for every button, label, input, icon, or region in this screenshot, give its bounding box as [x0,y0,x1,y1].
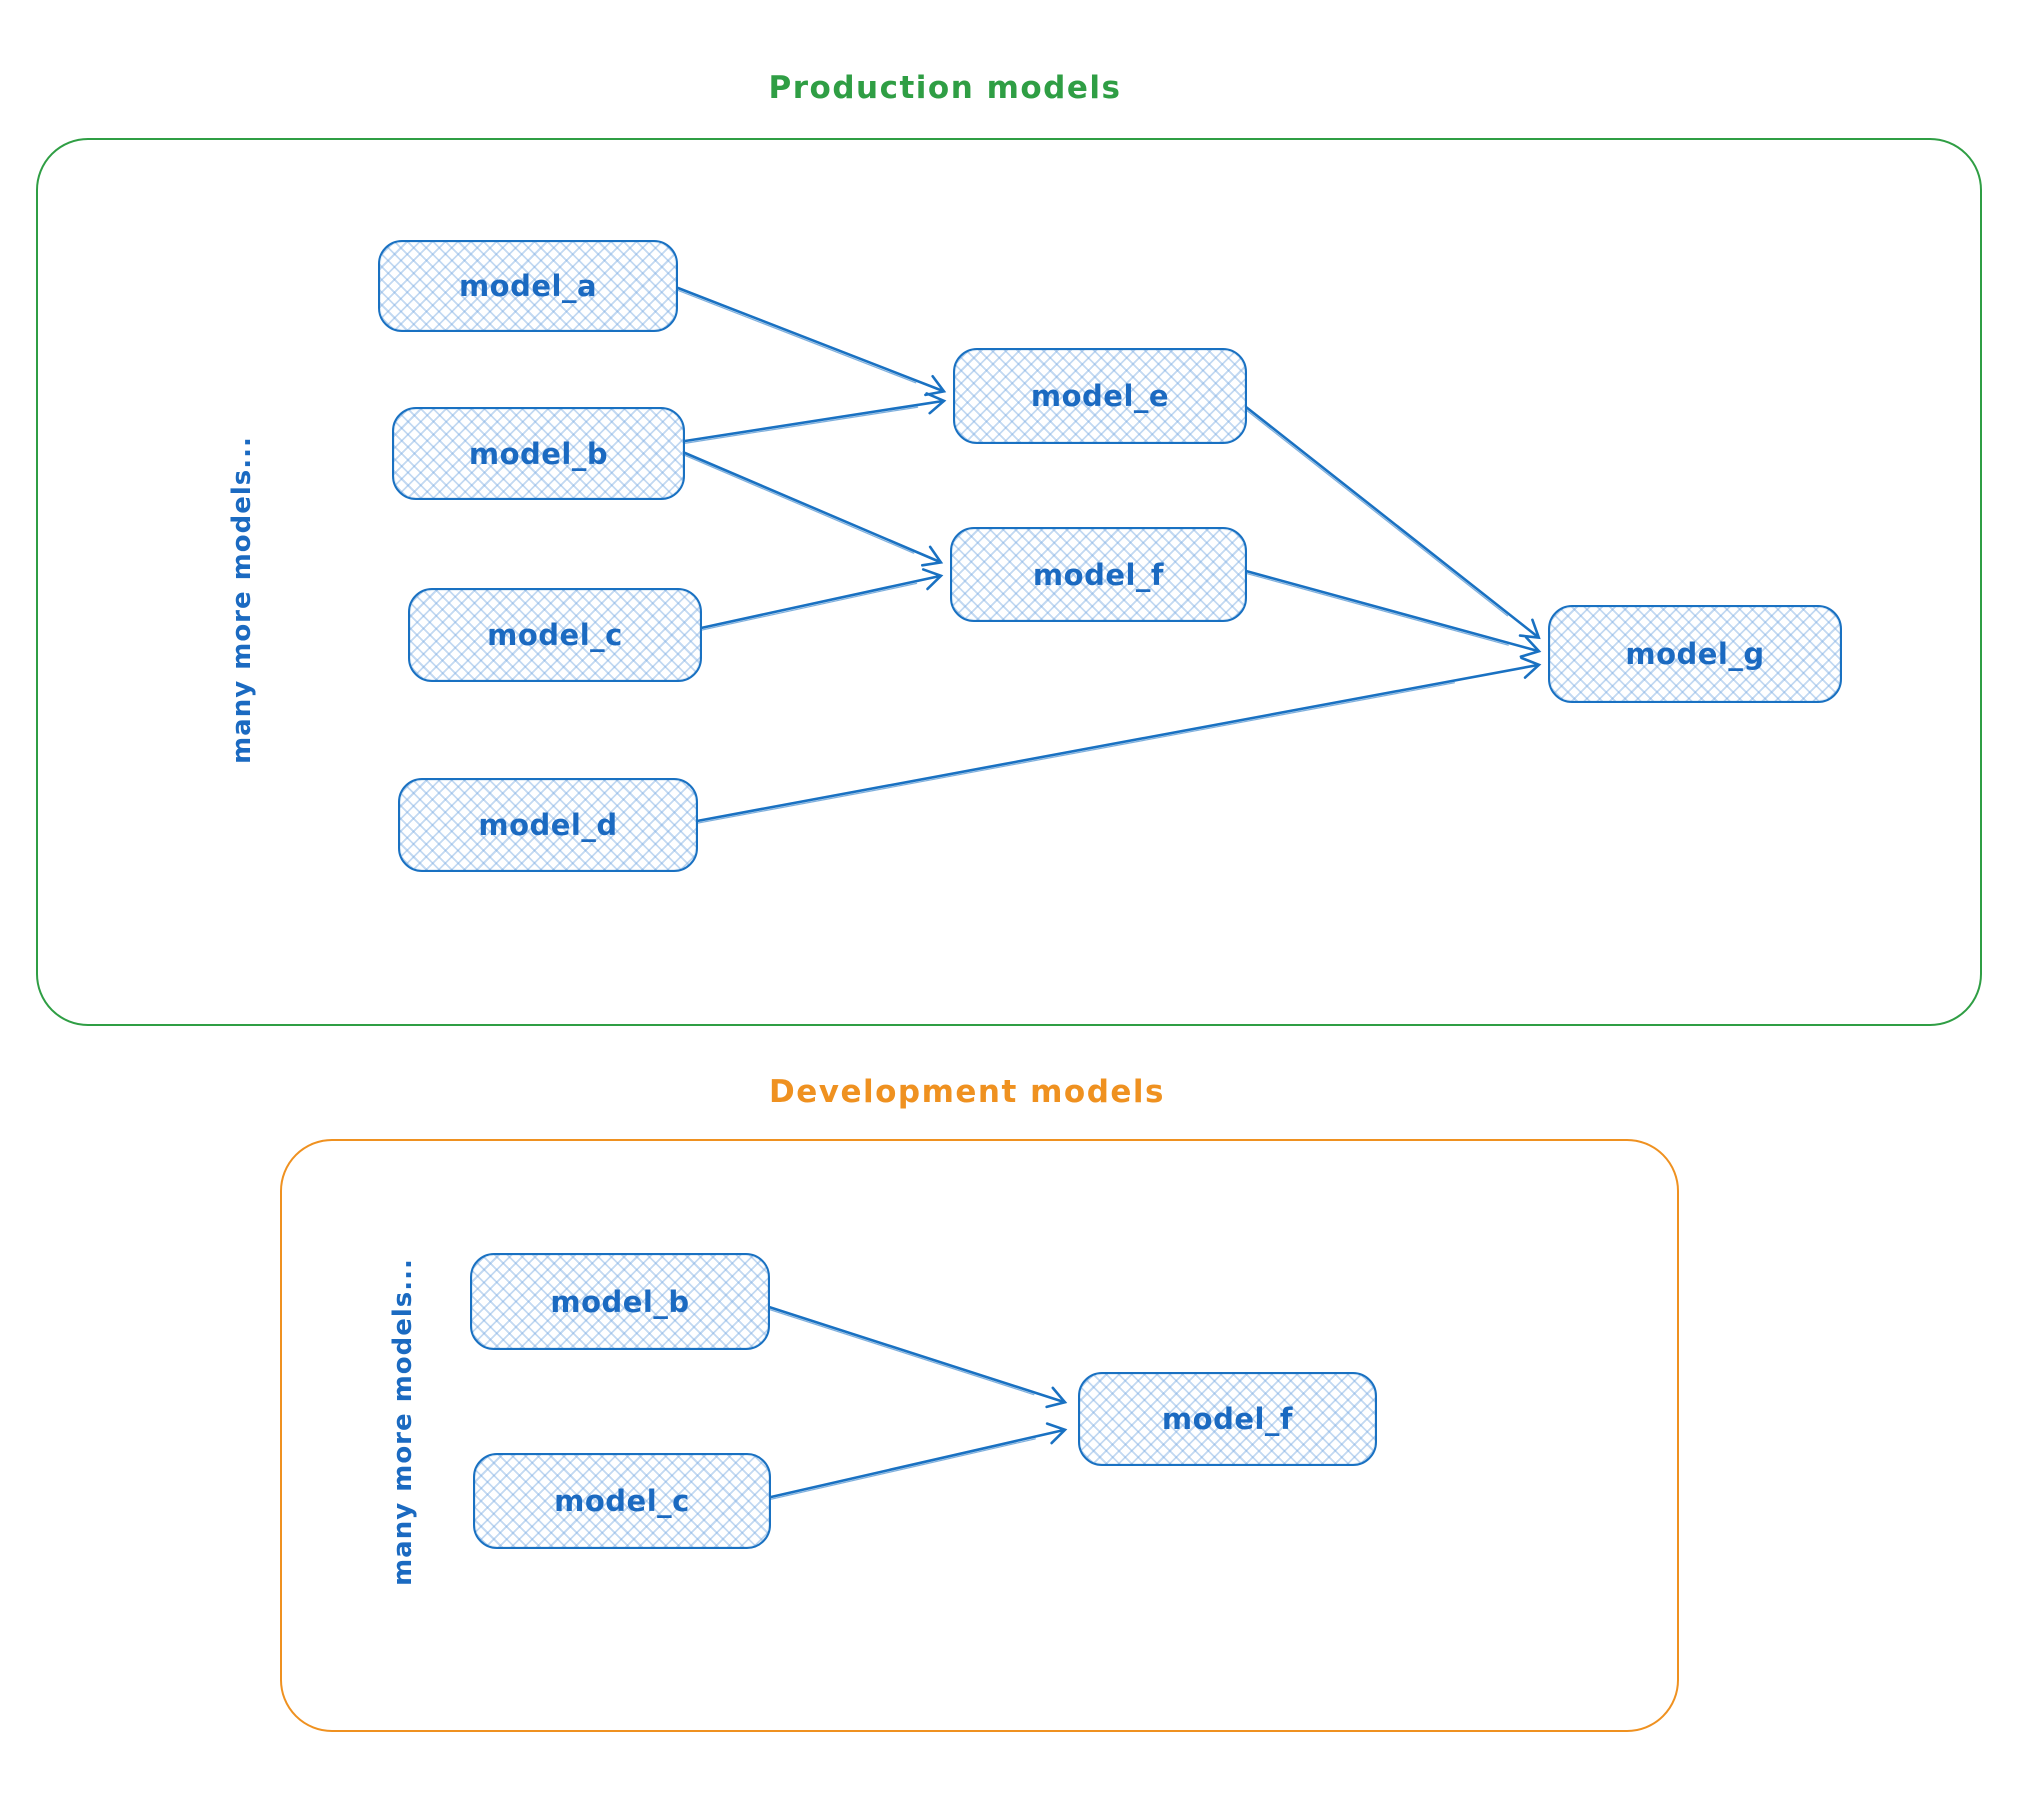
development-frame [280,1139,1679,1732]
production-title: Production models [768,70,1122,106]
node-dev_model_f: model_f [1078,1372,1377,1466]
node-dev_model_b: model_b [470,1253,770,1350]
node-model_d: model_d [398,778,698,872]
node-model_b: model_b [392,407,685,500]
node-model_g: model_g [1548,605,1842,703]
node-label-dev_model_b: model_b [550,1284,690,1319]
node-label-dev_model_c: model_c [554,1484,690,1518]
node-label-dev_model_f: model_f [1161,1402,1294,1436]
node-dev_model_c: model_c [473,1453,771,1549]
node-model_e: model_e [953,348,1247,444]
node-label-model_e: model_e [1030,379,1170,413]
production-side-label: many more models... [227,436,257,764]
node-label-model_f: model_f [1032,557,1165,592]
node-model_c: model_c [408,588,702,682]
node-label-model_b: model_b [468,436,609,471]
node-label-model_d: model_d [478,808,618,842]
node-model_f: model_f [950,527,1247,622]
development-side-label: many more models... [388,1258,418,1586]
node-label-model_a: model_a [458,269,598,303]
development-title: Development models [768,1074,1166,1110]
node-label-model_c: model_c [487,618,623,652]
node-model_a: model_a [378,240,678,332]
production-frame [36,138,1982,1026]
node-label-model_g: model_g [1625,637,1765,671]
